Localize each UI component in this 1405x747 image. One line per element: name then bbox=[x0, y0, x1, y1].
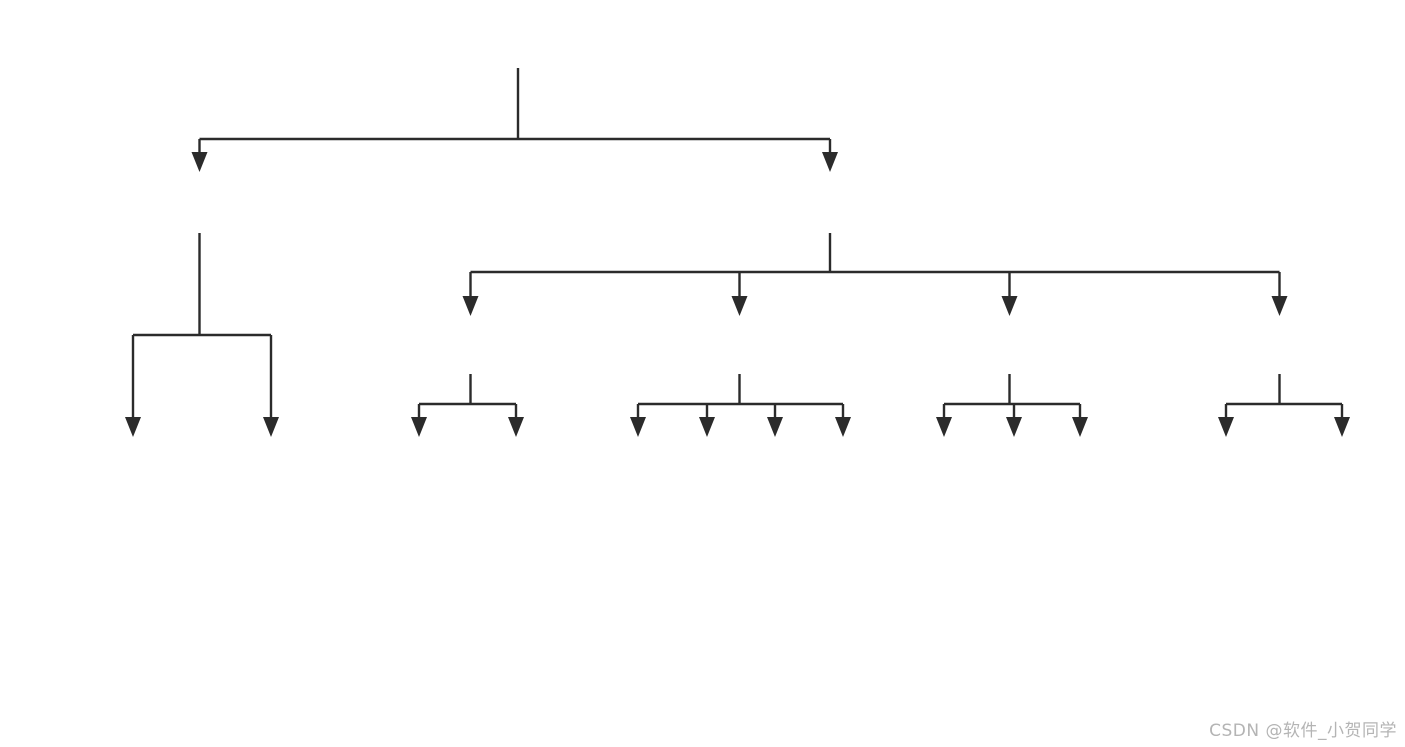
watermark-text: CSDN @软件_小贺同学 bbox=[1209, 721, 1397, 741]
arrow-head-leaf-borrow-book bbox=[835, 417, 851, 437]
arrow-head-borrow-record bbox=[1271, 296, 1288, 316]
arrow-head-new-book-recommend bbox=[462, 296, 479, 316]
arrow-head-leaf-query-book-borrow bbox=[630, 417, 646, 437]
arrow-head-leaf-query-borrow-record bbox=[1334, 417, 1350, 437]
arrow-head-current-borrow bbox=[1001, 296, 1018, 316]
arrow-head-book-manage bbox=[822, 152, 838, 172]
arrow-head-user-login bbox=[191, 152, 208, 172]
arrow-head-leaf-add-book bbox=[699, 417, 715, 437]
arrow-head-leaf-return-book bbox=[1006, 417, 1022, 437]
arrow-head-leaf-borrow-book-recommend bbox=[508, 417, 524, 437]
connectors-layer bbox=[125, 68, 1350, 437]
arrow-head-leaf-query-book-current bbox=[936, 417, 952, 437]
arrow-head-leaf-logout bbox=[263, 417, 279, 437]
arrow-head-leaf-user-login bbox=[125, 417, 141, 437]
arrow-head-book-borrow bbox=[731, 296, 748, 316]
arrow-head-leaf-confirm-return bbox=[1072, 417, 1088, 437]
arrow-head-leaf-query-book-recommend bbox=[411, 417, 427, 437]
arrow-head-leaf-edit-book bbox=[767, 417, 783, 437]
arrow-head-leaf-add-borrow-record bbox=[1218, 417, 1234, 437]
